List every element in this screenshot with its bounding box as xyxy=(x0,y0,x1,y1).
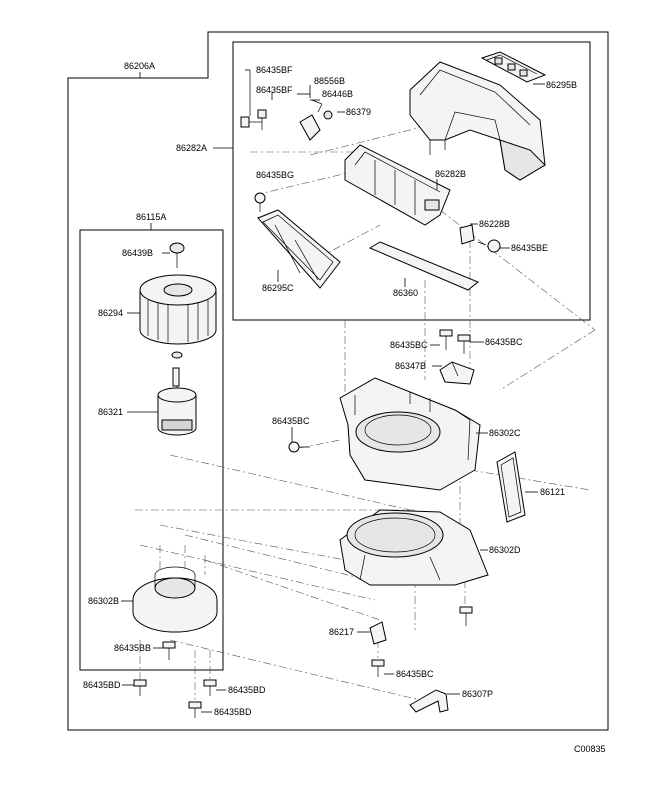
leader-lines xyxy=(121,69,545,713)
label-86115a: 86115A xyxy=(136,212,166,222)
assembly-frame-86206a xyxy=(67,31,609,731)
label-86435bf-2: 86435BF xyxy=(256,85,293,95)
screws-bf xyxy=(240,70,267,130)
part-labels: 86206A 86282A 86115A 86435BF 86435BF 885… xyxy=(83,61,606,754)
assembly-frame-86282a xyxy=(232,41,591,321)
bracket-86228b xyxy=(459,224,475,245)
label-86206a: 86206A xyxy=(124,61,155,71)
label-86435bc-2: 86435BC xyxy=(485,337,523,347)
label-86360: 86360 xyxy=(393,288,418,298)
screw-bb xyxy=(162,641,176,660)
label-86302b: 86302B xyxy=(88,596,119,606)
label-86302c: 86302C xyxy=(489,428,521,438)
label-86228b: 86228B xyxy=(479,219,510,229)
filter-case-86295b xyxy=(480,51,547,83)
label-86435bb: 86435BB xyxy=(114,643,151,653)
screw-bc-bottom xyxy=(371,606,473,677)
damper-86282b xyxy=(344,144,451,226)
label-86435bc-1: 86435BC xyxy=(390,340,428,350)
motor-case-86302b xyxy=(132,566,218,633)
label-86435be: 86435BE xyxy=(511,243,548,253)
label-86379: 86379 xyxy=(346,107,371,117)
label-86294: 86294 xyxy=(98,308,123,318)
label-86435bg: 86435BG xyxy=(256,170,294,180)
label-86321: 86321 xyxy=(98,407,123,417)
motor-86321 xyxy=(157,367,197,436)
gasket-86121 xyxy=(496,451,526,523)
label-88556b: 88556B xyxy=(314,76,345,86)
label-86302d: 86302D xyxy=(489,545,521,555)
label-86295b: 86295B xyxy=(546,80,577,90)
resistor-86347b xyxy=(439,361,475,385)
screws-bd xyxy=(133,679,217,718)
nut-86439b xyxy=(169,242,185,268)
label-86121: 86121 xyxy=(540,487,565,497)
label-86435bd-2: 86435BD xyxy=(228,685,266,695)
screw-bg xyxy=(254,192,266,212)
filter-86295c xyxy=(257,209,341,289)
label-86282a: 86282A xyxy=(176,143,207,153)
case-lower-86302d xyxy=(339,509,489,586)
label-86435bd-1: 86435BD xyxy=(83,680,121,690)
label-86217: 86217 xyxy=(329,627,354,637)
label-86435bc-4: 86435BC xyxy=(396,669,434,679)
washer xyxy=(171,351,183,359)
screw-bc-left xyxy=(288,441,310,453)
label-86347b: 86347B xyxy=(395,361,426,371)
hose-86307p xyxy=(409,689,449,713)
bracket-86217 xyxy=(369,621,387,645)
label-86446b: 86446B xyxy=(322,89,353,99)
seal-86360 xyxy=(368,241,479,291)
label-86435bc-3: 86435BC xyxy=(272,416,310,426)
label-86282b: 86282B xyxy=(435,169,466,179)
screw-be xyxy=(477,239,501,253)
label-86439b: 86439B xyxy=(122,248,153,258)
label-86295c: 86295C xyxy=(262,283,294,293)
fan-86294 xyxy=(139,274,217,345)
label-86435bd-3: 86435BD xyxy=(214,707,252,717)
case-upper-86302c xyxy=(339,377,481,491)
label-86307p: 86307P xyxy=(462,689,493,699)
assembly-frame-86115a xyxy=(79,229,224,671)
screws-bc-top xyxy=(439,329,471,354)
intake-duct xyxy=(409,61,546,181)
label-86435bf-1: 86435BF xyxy=(256,65,293,75)
diagram-code: C00835 xyxy=(574,744,606,754)
lever-86379 xyxy=(299,99,333,141)
